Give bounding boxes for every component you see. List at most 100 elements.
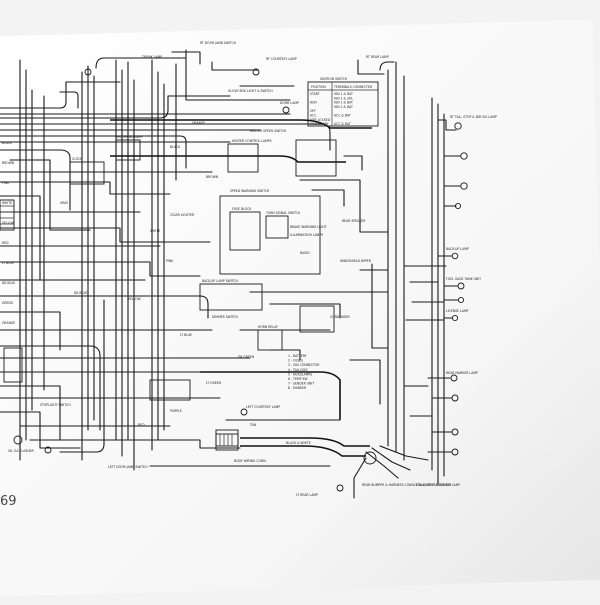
ignition-row-terminals: IGN 1 & BAT (334, 101, 353, 105)
wire-tag: PINK (166, 259, 174, 263)
rt-marker-lamp (460, 182, 468, 190)
ignition-col-terminals: TERMINALS CONNECTED (333, 85, 373, 89)
label-dome-lamp: DOME LAMP (280, 101, 299, 105)
left-courtesy-lamp (240, 408, 248, 416)
dimmer-box (199, 283, 263, 311)
wire-color-label: RED (2, 241, 9, 245)
ignition-row-terminals: ACC & BAT (334, 114, 351, 118)
horn (13, 435, 23, 445)
wire-tag: DK BLUE (74, 291, 87, 295)
legend-line: 2 - FUSES (288, 359, 303, 363)
labels: TRUNK LAMP RT COURTESY LAMP RT DOOR JAMB… (0, 41, 497, 509)
wire-color-label: ORANGE (2, 321, 15, 325)
turn-signal-box (265, 215, 289, 239)
wire-tag: RED (138, 423, 145, 427)
wire-tag: DK GREEN (238, 355, 255, 359)
label-back-up-sw: BACK-UP LAMP SWITCH (202, 279, 239, 283)
label-windshield-wiper: WINDSHIELD WIPER (340, 259, 372, 263)
wire-tag: GRAY (60, 201, 68, 205)
label-brake-warning: BRAKE WARNING LIGHT (290, 225, 327, 229)
connector-stack-left (0, 199, 15, 231)
label-fuel-gauge: FUEL GAGE TANK UNIT (446, 277, 481, 281)
label-cigar-lighter: CIGAR LIGHTER (170, 213, 195, 217)
courtesy-lamp-icon (252, 68, 260, 76)
wire-tag: BLACK & WHITE (286, 441, 311, 445)
license-lamp (457, 282, 465, 290)
ignition-row-position: RUN (310, 101, 317, 105)
backup-lamp-r (454, 202, 462, 210)
label-trunk-lamp: TRUNK LAMP (141, 55, 162, 59)
label-dimmer: DIMMER SWITCH (212, 315, 239, 319)
legend-box (299, 305, 335, 333)
ignition-row-position: ACCESSORY (310, 122, 329, 126)
lt-lamp-1 (450, 374, 458, 382)
label-rt-courtesy: RT COURTESY LAMP (266, 57, 297, 61)
label-heater-blower: HEATER BLOWER (116, 135, 143, 139)
battery-box (3, 347, 23, 383)
clock-box (69, 161, 105, 185)
legend-line: 3 - IGN CONNECTOR (288, 363, 320, 367)
ignition-row-position: START (310, 92, 320, 96)
label-fuse-block: FUSE BLOCK (232, 207, 252, 211)
label-left-courtesy: LEFT COURTESY LAMP (246, 405, 280, 409)
label-clock: CLOCK (72, 157, 83, 161)
label-lt-tail: LT TAIL, STOP & DIR SIG LAMP (414, 483, 460, 487)
ignition-switch-table: IGNITION SWITCH POSITION TERMINALS CONNE… (308, 77, 378, 126)
stoplight-box (149, 379, 191, 401)
wire-tag: LT GREEN (206, 381, 222, 385)
label-rt-tail: RT TAIL, STOP & DIR SIG LAMP (450, 115, 497, 119)
wire-tag: LT BLUE (180, 333, 192, 337)
label-back-up: BACK-UP LAMP (446, 247, 469, 251)
label-radio: RADIO (300, 251, 310, 255)
lt-lamp-3 (451, 428, 459, 436)
label-rear-speaker: REAR SPEAKER (342, 219, 366, 223)
dome-box (115, 139, 141, 161)
dome-lamp-icon (282, 106, 290, 114)
label-speed-warning: SPEED WARNING SWITCH (230, 189, 270, 193)
ignition-row-position: ACC (310, 114, 316, 118)
wire-tag: YELLOW (128, 297, 141, 301)
label-license: LICENSE LAMP (446, 309, 469, 313)
label-heater-control: HEATER CONTROL LAMPS (232, 139, 272, 143)
components (0, 68, 468, 492)
legend-line: 8 - MARKER (288, 386, 307, 390)
label-rt-rear-lamp: RT REAR LAMP (366, 55, 389, 59)
ignition-row-position: MTR LOCKED (310, 118, 331, 122)
legend-line: 7 - SENDER UNIT (288, 382, 314, 386)
lt-rear-lamp (336, 484, 344, 492)
wire-color-label: YELLOW (2, 221, 15, 225)
label-heater-speed: HEATER SPEED SWITCH (250, 129, 287, 133)
ignition-switch-box (307, 81, 379, 127)
legend-line: 5 - HEADLAMPS (288, 372, 312, 376)
wire-color-label: DK BLUE (2, 281, 15, 285)
wire-tag: BLACK (170, 145, 181, 149)
wire-color-label: WHITE (2, 201, 12, 205)
rt-tail-lamp (454, 122, 462, 130)
wire-color-label: BLACK (2, 141, 13, 145)
horn-relay-box (257, 329, 283, 351)
ground-connector (363, 451, 377, 465)
label-glove-box: GLOVE BOX LIGHT & SWITCH (228, 89, 273, 93)
license-lamp-2 (457, 296, 465, 304)
wire-color-label: GREEN (2, 301, 13, 305)
lt-lamp-4 (451, 448, 459, 456)
legend-line: 4 - TAIL DISC (288, 368, 308, 372)
trunk-lamp-icon (84, 68, 92, 76)
gauge-box (295, 139, 337, 177)
ignition-row-terminals: ACC & BAT (334, 122, 351, 126)
oil-flasher-lamp (44, 446, 52, 454)
fuse-block-box (229, 211, 261, 251)
label-connector-note: REAR BUMPER & HARNESS CONN. TAIL WIRES L… (362, 483, 451, 487)
backup-lamp (451, 252, 459, 260)
wire-tag: WHITE (150, 229, 160, 233)
lt-lamp-2 (451, 394, 459, 402)
label-horn-relay: HORN RELAY (258, 325, 278, 329)
ignition-row-terminals: IGN 2 & BAT (334, 105, 353, 109)
wire-tag: TAN (249, 423, 257, 427)
label-rear-marker: REAR MARKER LAMP (446, 371, 478, 375)
wire-color-label: LT BLUE (2, 261, 14, 265)
